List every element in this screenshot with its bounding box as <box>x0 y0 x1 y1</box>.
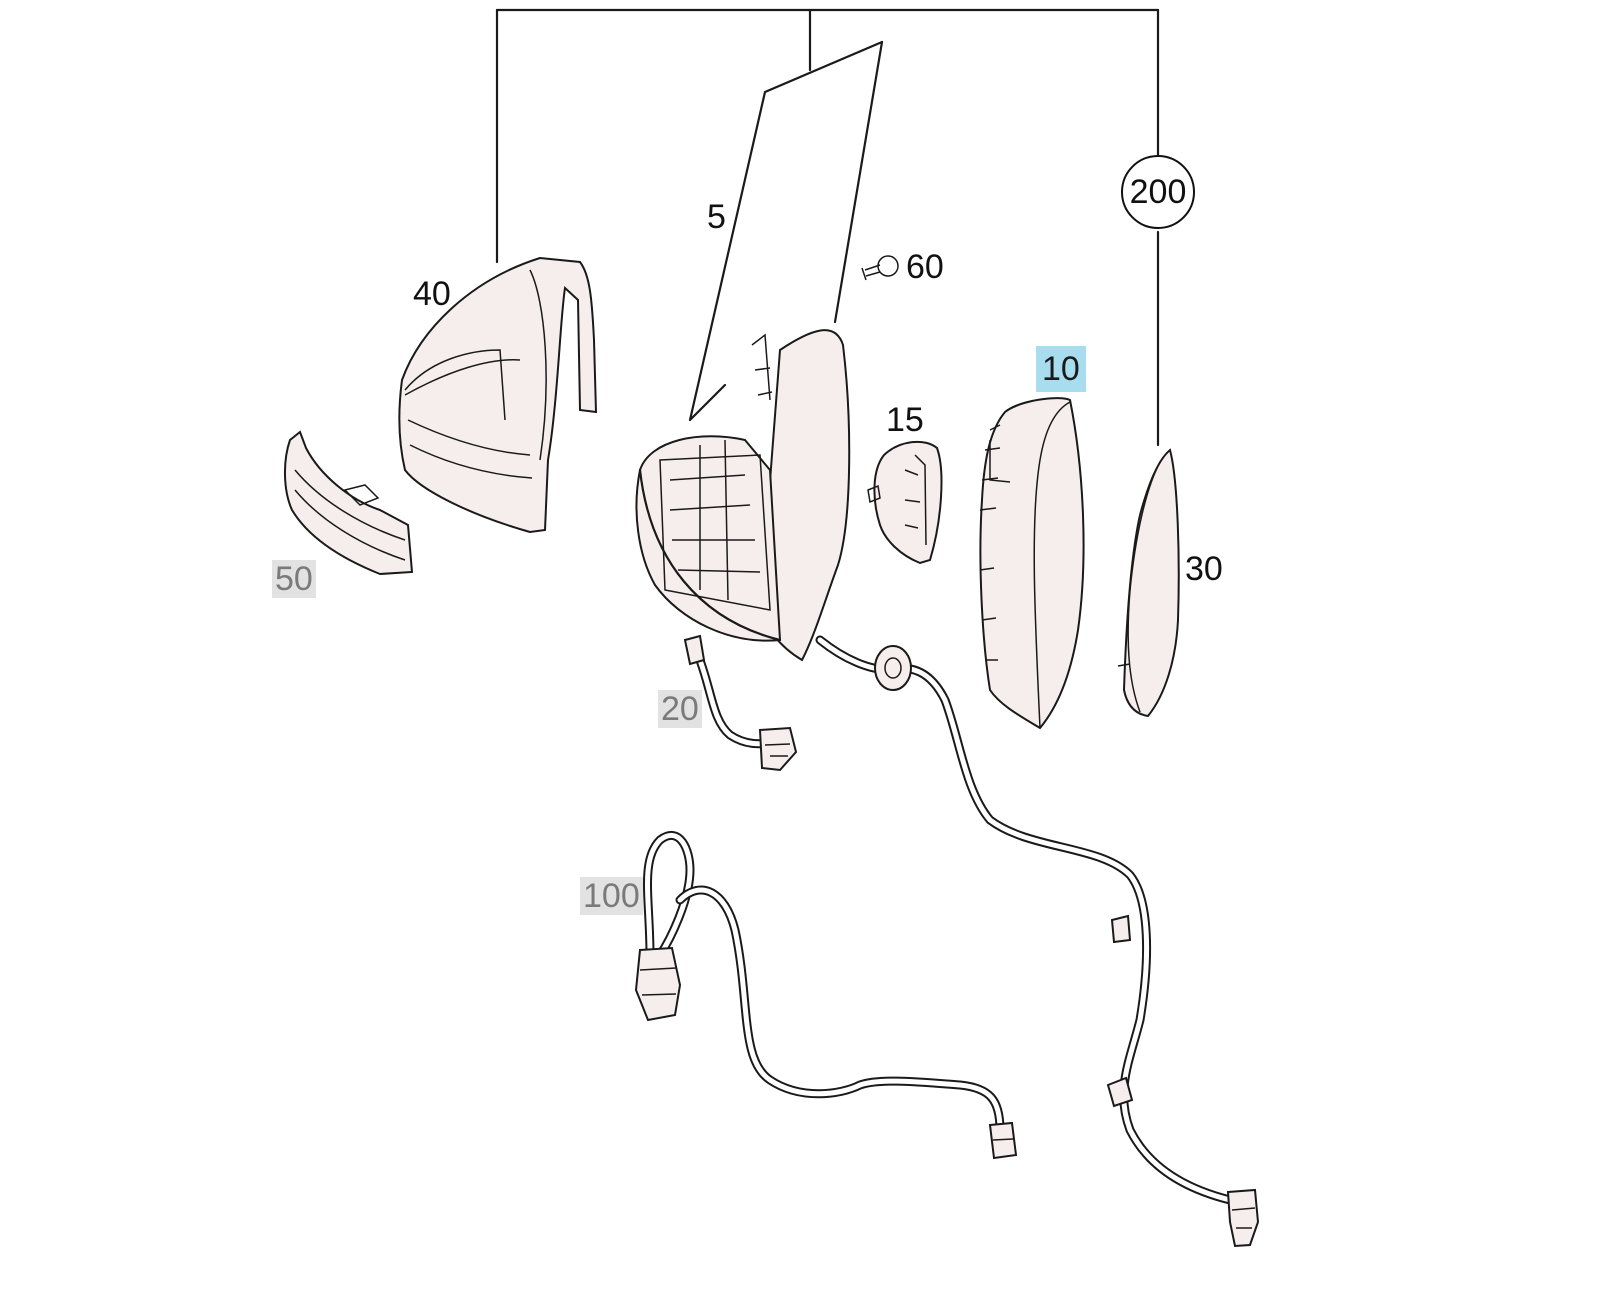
callout-50: 50 <box>272 560 316 598</box>
part-30-mirror-glass <box>1117 448 1180 718</box>
callout-5: 5 <box>707 198 726 236</box>
callout-30: 30 <box>1185 550 1223 588</box>
callout-40: 40 <box>413 275 451 313</box>
callout-60: 60 <box>906 248 944 286</box>
part-40-mirror-cover <box>398 256 598 534</box>
assembly-bracket-lines <box>495 8 1160 447</box>
part-15-module <box>867 440 943 565</box>
part-100-harness <box>634 831 1018 1160</box>
callout-20: 20 <box>658 690 702 728</box>
part-5-mirror-housing <box>635 40 884 662</box>
part-60-screw <box>861 255 899 281</box>
callout-200: 200 <box>1121 155 1195 229</box>
part-20-small-harness <box>683 634 798 772</box>
callout-10: 10 <box>1036 346 1086 392</box>
part-50-turn-signal <box>283 430 414 576</box>
callout-15: 15 <box>886 401 924 439</box>
main-harness-wire <box>815 635 1260 1248</box>
callout-100: 100 <box>580 877 643 915</box>
part-10-glass-carrier <box>979 397 1085 730</box>
